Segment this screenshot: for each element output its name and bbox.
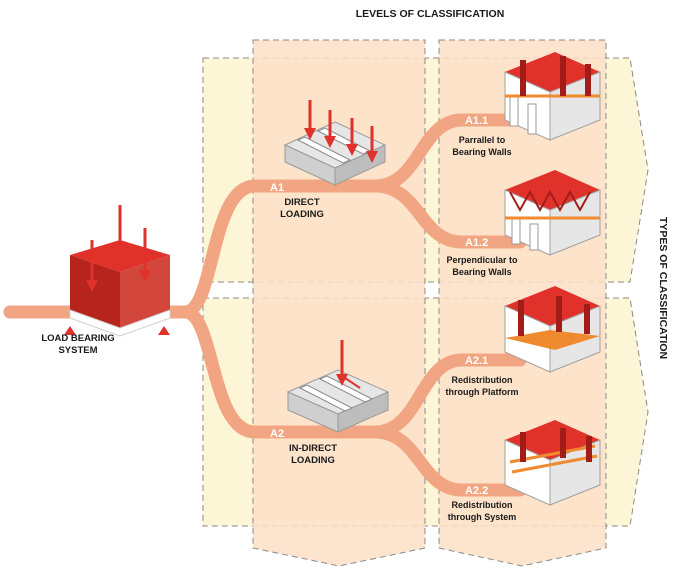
branch-code-a2: A2 (270, 428, 284, 440)
leaf-label-a2-1-line2: through Platform (446, 387, 519, 397)
leaf-code-a2-1: A2.1 (465, 355, 488, 367)
leaf-code-a1-2: A1.2 (465, 237, 488, 249)
leaf-label-a1-1-line1: Parrallel to (459, 135, 506, 145)
root-label-line2: SYSTEM (58, 345, 97, 356)
leaf-label-a1-2-line2: Bearing Walls (452, 267, 511, 277)
diagram-title: LEVELS OF CLASSIFICATION (356, 8, 505, 20)
branch-code-a1: A1 (270, 182, 284, 194)
leaf-code-a2-2: A2.2 (465, 485, 488, 497)
leaf-label-a1-1-line2: Bearing Walls (452, 147, 511, 157)
branch-label-a1-line2: LOADING (280, 209, 324, 220)
system-redistribution-building-icon (504, 420, 601, 506)
leaf-code-a1-1: A1.1 (465, 115, 488, 127)
branch-label-a2-line1: IN-DIRECT (289, 443, 337, 454)
leaf-label-a2-2-line2: through System (448, 512, 517, 522)
leaf-label-a2-1-line1: Redistribution (452, 375, 513, 385)
root-label-line1: LOAD BEARING (41, 333, 114, 344)
indirect-loading-icon (286, 340, 390, 433)
load-bearing-box-icon (64, 205, 171, 337)
leaf-label-a1-2-line1: Perpendicular to (446, 255, 518, 265)
direct-loading-icon (283, 100, 387, 186)
branch-label-a1-line1: DIRECT (284, 197, 320, 208)
branch-label-a2-line2: LOADING (291, 455, 335, 466)
level-column-1 (252, 39, 426, 567)
flow-band (3, 113, 527, 497)
parallel-walls-building-icon (504, 52, 601, 141)
perpendicular-walls-building-icon (504, 170, 601, 256)
side-axis-label: TYPES OF CLASSIFICATION (657, 217, 669, 359)
platform-redistribution-building-icon (504, 286, 601, 373)
leaf-label-a2-2-line1: Redistribution (452, 500, 513, 510)
